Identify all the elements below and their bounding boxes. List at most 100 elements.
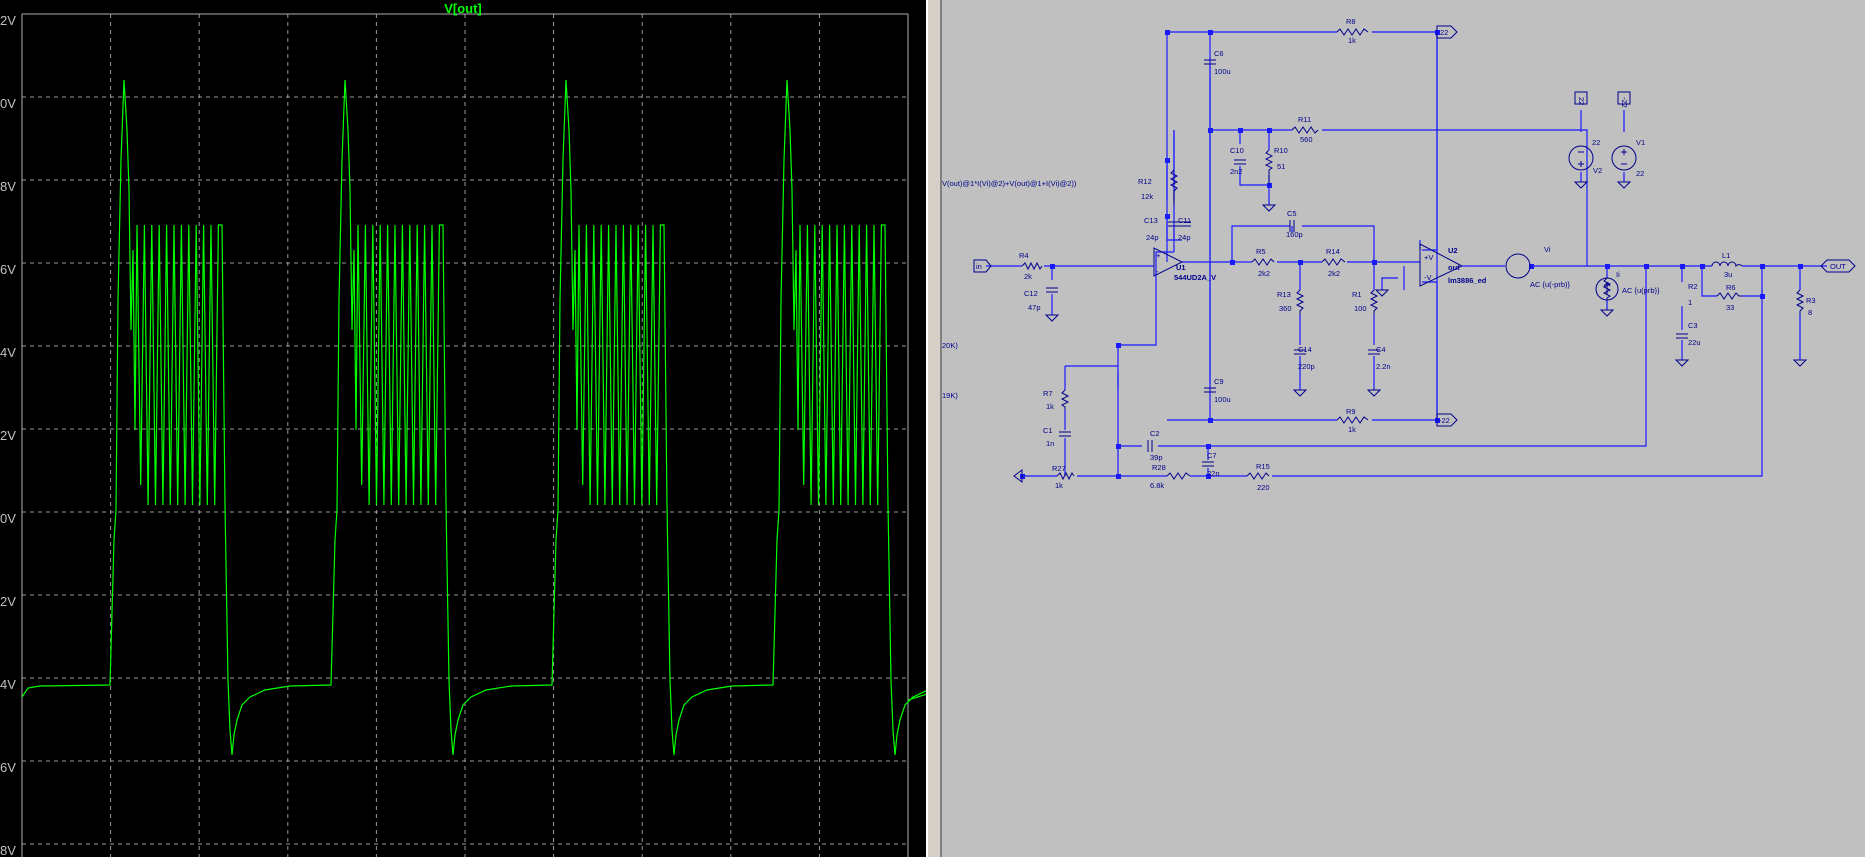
value-u2[interactable]: lm3886_ed [1448,276,1487,285]
label-r27[interactable]: R27 [1052,464,1066,473]
schematic-pane[interactable]: + - +V -V V(out)@1*I(Vi)@2)+V(out)@1+I(V… [942,0,1865,857]
value-c13[interactable]: 24p [1146,233,1159,242]
value-ii[interactable]: AC {u(prb)} [1622,286,1660,295]
port-in[interactable]: in [976,262,982,271]
port-out[interactable]: OUT [1830,262,1846,271]
resistor-r13 [1295,289,1305,315]
label-r1[interactable]: R1 [1352,290,1362,299]
label-r11[interactable]: R11 [1298,115,1311,124]
svg-text:-V: -V [1424,273,1432,282]
value-c14[interactable]: 220p [1298,362,1315,371]
waveform-plot[interactable]: V[out] 2V 0V 8V 6V 4V 2V 0V 2V 4V 6V 8V [0,0,926,857]
value-c6[interactable]: 100u [1214,67,1231,76]
value-c1[interactable]: 1n [1046,439,1054,448]
plot-title[interactable]: V[out] [444,1,482,16]
label-c13[interactable]: C13 [1144,216,1158,225]
port-plus22-top[interactable]: 22 [1440,28,1448,37]
capacitor-symbols [1046,59,1688,467]
value-r2[interactable]: 1 [1688,298,1692,307]
resistor-r5 [1251,258,1275,266]
label-ii[interactable]: Ii [1616,270,1620,279]
value-r7[interactable]: 1k [1046,402,1054,411]
label-r13[interactable]: R13 [1277,290,1291,299]
value-r3[interactable]: 8 [1808,308,1812,317]
value-c10[interactable]: 2n2 [1230,167,1243,176]
label-c11[interactable]: C11 [1178,216,1191,225]
value-c2[interactable]: 39p [1150,453,1163,462]
y-tick-label: 8V [0,179,16,194]
value-r5[interactable]: 2k2 [1258,269,1270,278]
port-v2[interactable]: 22 [1577,97,1586,105]
value-v2[interactable]: 22 [1592,138,1600,147]
value-c11[interactable]: 24p [1178,233,1191,242]
label-r8[interactable]: R8 [1346,17,1356,26]
value-r11[interactable]: 560 [1300,135,1313,144]
label-c12[interactable]: C12 [1024,289,1038,298]
label-r28[interactable]: R28 [1152,463,1166,472]
inductor-l1 [1711,261,1743,268]
label-u1[interactable]: U1 [1176,263,1186,272]
capacitor-c14 [1294,349,1306,355]
spice-directive[interactable]: V(out)@1*I(Vi)@2)+V(out)@1+I(Vi)@2)) [942,179,1077,188]
schematic-canvas[interactable]: + - +V -V V(out)@1*I(Vi)@2)+V(out)@1+I(V… [942,0,1865,857]
label-v1[interactable]: V1 [1636,138,1645,147]
label-c7[interactable]: C7 [1207,451,1217,460]
label-r10[interactable]: R10 [1274,146,1288,155]
value-u1[interactable]: 544UD2A_V [1174,273,1216,282]
value-l1[interactable]: 3u [1724,270,1732,279]
label-r6[interactable]: R6 [1726,283,1736,292]
value-r1[interactable]: 100 [1354,304,1367,313]
y-tick-label: 0V [0,96,16,111]
value-c3[interactable]: 22u [1688,338,1701,347]
label-c9[interactable]: C9 [1214,377,1224,386]
label-r3[interactable]: R3 [1806,296,1816,305]
label-u2[interactable]: U2 [1448,246,1458,255]
step-label-2: 19K) [942,391,958,400]
value-v1[interactable]: 22 [1636,169,1644,178]
resistor-r27 [1056,471,1075,481]
value-c4[interactable]: 2.2n [1376,362,1391,371]
value-r28[interactable]: 6.8k [1150,481,1164,490]
port-v1[interactable]: -22 [1620,97,1629,108]
label-r2[interactable]: R2 [1688,282,1698,291]
value-c5[interactable]: 160p [1286,230,1303,239]
label-r14[interactable]: R14 [1326,247,1340,256]
label-vi[interactable]: Vi [1544,245,1551,254]
value-r8[interactable]: 1k [1348,36,1356,45]
pane-splitter[interactable] [926,0,942,857]
label-c14[interactable]: C14 [1298,345,1312,354]
value-r10[interactable]: 51 [1277,162,1285,171]
resistor-r15 [1246,472,1270,480]
label-v2[interactable]: V2 [1593,166,1602,175]
label-r7[interactable]: R7 [1043,389,1053,398]
value-c7[interactable]: 22n [1207,469,1220,478]
value-c12[interactable]: 47p [1028,303,1041,312]
value-r12[interactable]: 12k [1141,192,1153,201]
label-r12[interactable]: R12 [1138,177,1152,186]
value-r4[interactable]: 2k [1024,272,1032,281]
label-r4[interactable]: R4 [1019,251,1029,260]
label-l1[interactable]: L1 [1722,251,1730,260]
label-c3[interactable]: C3 [1688,321,1698,330]
label-c6[interactable]: C6 [1214,49,1224,58]
value-vi[interactable]: AC {u(-prb)} [1530,280,1571,289]
value-r27[interactable]: 1k [1055,481,1063,490]
label-c4[interactable]: C4 [1376,345,1386,354]
label-c1[interactable]: C1 [1043,426,1053,435]
value-r15[interactable]: 220 [1257,483,1270,492]
value-r13[interactable]: 360 [1279,304,1292,313]
label-c5[interactable]: C5 [1287,209,1297,218]
label-c10[interactable]: C10 [1230,146,1244,155]
label-r5[interactable]: R5 [1256,247,1266,256]
value-r14[interactable]: 2k2 [1328,269,1340,278]
value-r6[interactable]: 33 [1726,303,1734,312]
label-r15[interactable]: R15 [1256,462,1270,471]
label-r9[interactable]: R9 [1346,407,1356,416]
value-r9[interactable]: 1k [1348,425,1356,434]
value-c9[interactable]: 100u [1214,395,1231,404]
label-c2[interactable]: C2 [1150,429,1160,438]
junctions [1020,30,1803,479]
waveform-plot-pane[interactable]: V[out] 2V 0V 8V 6V 4V 2V 0V 2V 4V 6V 8V [0,0,926,857]
port-minus22-bottom[interactable]: -22 [1439,416,1450,425]
capacitor-c2 [1147,440,1153,452]
